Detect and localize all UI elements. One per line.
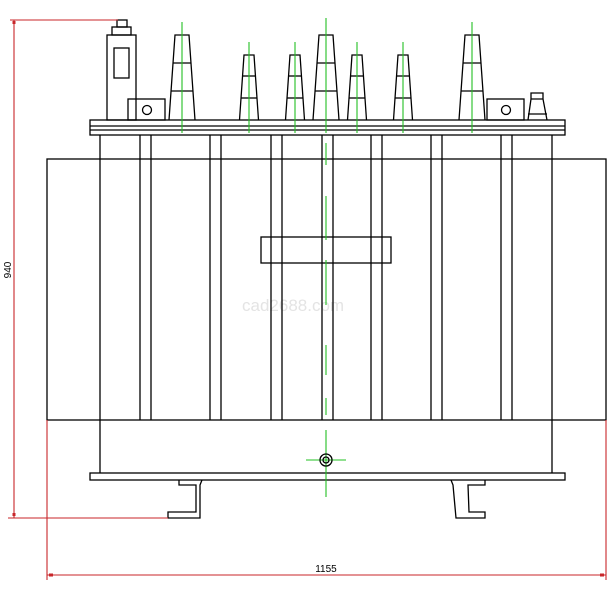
cooling-fins [139,135,513,420]
bushing [458,22,486,133]
cover-plate [89,119,566,136]
width-label: 1155 [315,564,337,575]
bushings [168,18,486,133]
fin [321,135,334,420]
fin [139,135,152,420]
right-foot [450,479,486,519]
centerline [306,143,346,497]
fin [500,135,513,420]
width-dimension: 1155 [46,420,607,580]
fin [430,135,443,420]
drain-valve [319,453,333,467]
bushing [312,18,340,133]
base-plate [89,472,566,481]
height-label: 940 [3,261,14,278]
left-foot [167,479,203,519]
left-valve-box [127,98,166,121]
fin [370,135,383,420]
bushing [392,42,414,133]
height-dimension: 940 [3,19,168,519]
bushing [346,42,368,133]
watermark: cad2688.com [242,296,344,315]
bushing [238,42,260,133]
bushing [284,42,306,133]
fin [209,135,222,420]
right-valve-box [486,98,525,121]
bushing [168,22,196,133]
fin [270,135,283,420]
conservator [106,19,137,121]
thermometer-pocket [527,92,548,121]
